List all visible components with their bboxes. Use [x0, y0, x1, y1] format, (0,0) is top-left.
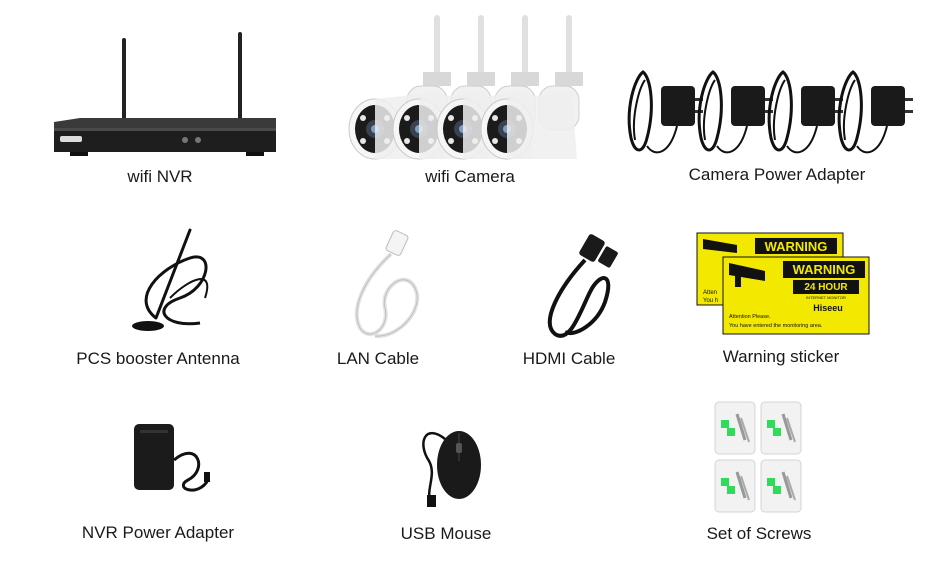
item-label-antenna: PCS booster Antenna: [76, 349, 240, 368]
sticker-back-text-1: Atten: [703, 290, 717, 296]
screws-image: [713, 400, 805, 514]
sticker-banner: 24 HOUR: [804, 282, 848, 293]
item-label-warning-sticker: Warning sticker: [722, 347, 840, 366]
antenna-image: [120, 228, 220, 338]
item-label-hdmi-cable: HDMI Cable: [522, 349, 616, 368]
item-label-screws: Set of Screws: [706, 524, 812, 543]
power-adapter-icon: [627, 70, 703, 154]
sticker-back-text-2: You h: [703, 298, 718, 304]
nvr-image: [50, 30, 280, 160]
warning-sticker-image: WARNING Atten You h WARNING 24 HOUR INTE…: [696, 232, 872, 338]
item-label-camera: wifi Camera: [425, 167, 515, 186]
camera-image: [345, 14, 585, 164]
hdmi-cable-image: [535, 232, 625, 342]
item-label-nvr-power-adapter: NVR Power Adapter: [81, 523, 235, 542]
sticker-banner-sub: INTERNET MONITOR: [806, 295, 846, 300]
sticker-back-title: WARNING: [765, 239, 828, 254]
nvr-power-adapter-image: [128, 420, 213, 500]
sticker-line-2: You have entered the monitoring area.: [729, 323, 823, 329]
sticker-title: WARNING: [793, 262, 856, 277]
item-label-lan-cable: LAN Cable: [336, 349, 420, 368]
item-label-usb-mouse: USB Mouse: [400, 524, 492, 543]
usb-mouse-image: [415, 413, 490, 508]
sticker-line-1: Attention Please.: [729, 314, 771, 320]
sticker-brand: Hiseeu: [813, 303, 843, 313]
item-label-camera-power-adapter: Camera Power Adapter: [688, 165, 866, 184]
lan-cable-image: [345, 228, 435, 343]
screw-bag-icon: [714, 401, 756, 455]
item-label-nvr: wifi NVR: [127, 167, 193, 186]
camera-power-adapter-image: [625, 68, 915, 163]
